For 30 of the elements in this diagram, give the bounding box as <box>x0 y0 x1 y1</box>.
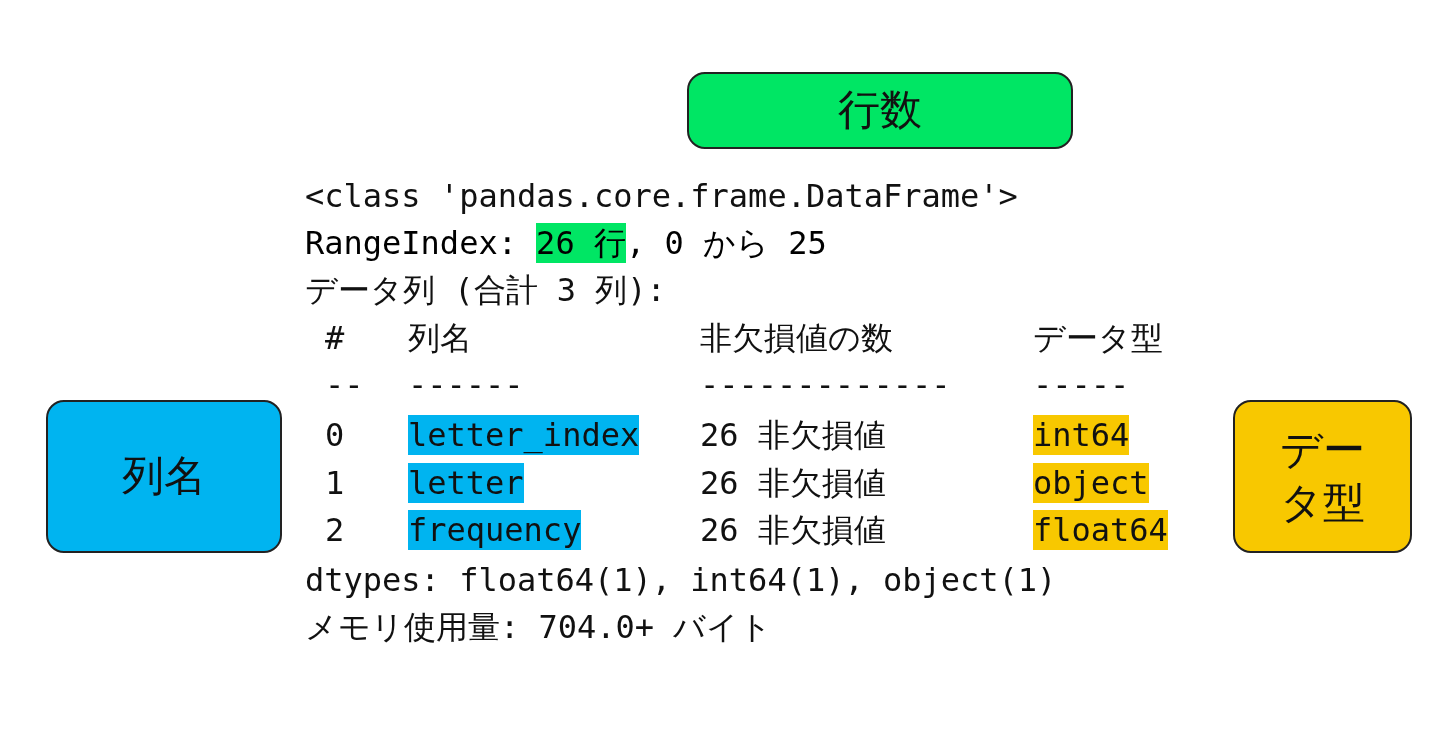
separator-dashes: ----- <box>1033 365 1130 405</box>
table-cell: 2 <box>325 510 345 550</box>
code-line: データ列 (合計 3 列): <box>305 270 666 310</box>
column-header: 非欠損値の数 <box>700 318 893 358</box>
label-box: データ型 <box>1233 400 1412 553</box>
label-box: 列名 <box>46 400 282 553</box>
highlighted-value: letter_index <box>408 415 640 455</box>
code-text: , 0 から 25 <box>625 223 827 263</box>
separator-dashes: ------ <box>408 365 524 405</box>
highlighted-value: object <box>1033 463 1149 503</box>
code-line: <class 'pandas.core.frame.DataFrame'> <box>305 176 1018 216</box>
column-header: データ型 <box>1033 318 1163 358</box>
highlighted-value: float64 <box>1033 510 1168 550</box>
table-cell: 0 <box>325 415 345 455</box>
code-line: dtypes: float64(1), int64(1), object(1) <box>305 560 1057 600</box>
highlighted-value: 26 行 <box>536 223 626 263</box>
code-text: RangeIndex: <box>305 223 517 263</box>
column-header: 列名 <box>408 318 472 358</box>
separator-dashes: ------------- <box>700 365 951 405</box>
highlighted-value: letter <box>408 463 524 503</box>
table-cell: 1 <box>325 463 345 503</box>
column-header: # <box>325 318 345 358</box>
table-cell: 26 非欠損値 <box>700 415 886 455</box>
table-cell: 26 非欠損値 <box>700 463 886 503</box>
separator-dashes: -- <box>325 365 364 405</box>
label-box: 行数 <box>687 72 1073 149</box>
highlighted-value: frequency <box>408 510 582 550</box>
highlighted-value: int64 <box>1033 415 1130 455</box>
table-cell: 26 非欠損値 <box>700 510 886 550</box>
code-line: メモリ使用量: 704.0+ バイト <box>305 607 773 647</box>
